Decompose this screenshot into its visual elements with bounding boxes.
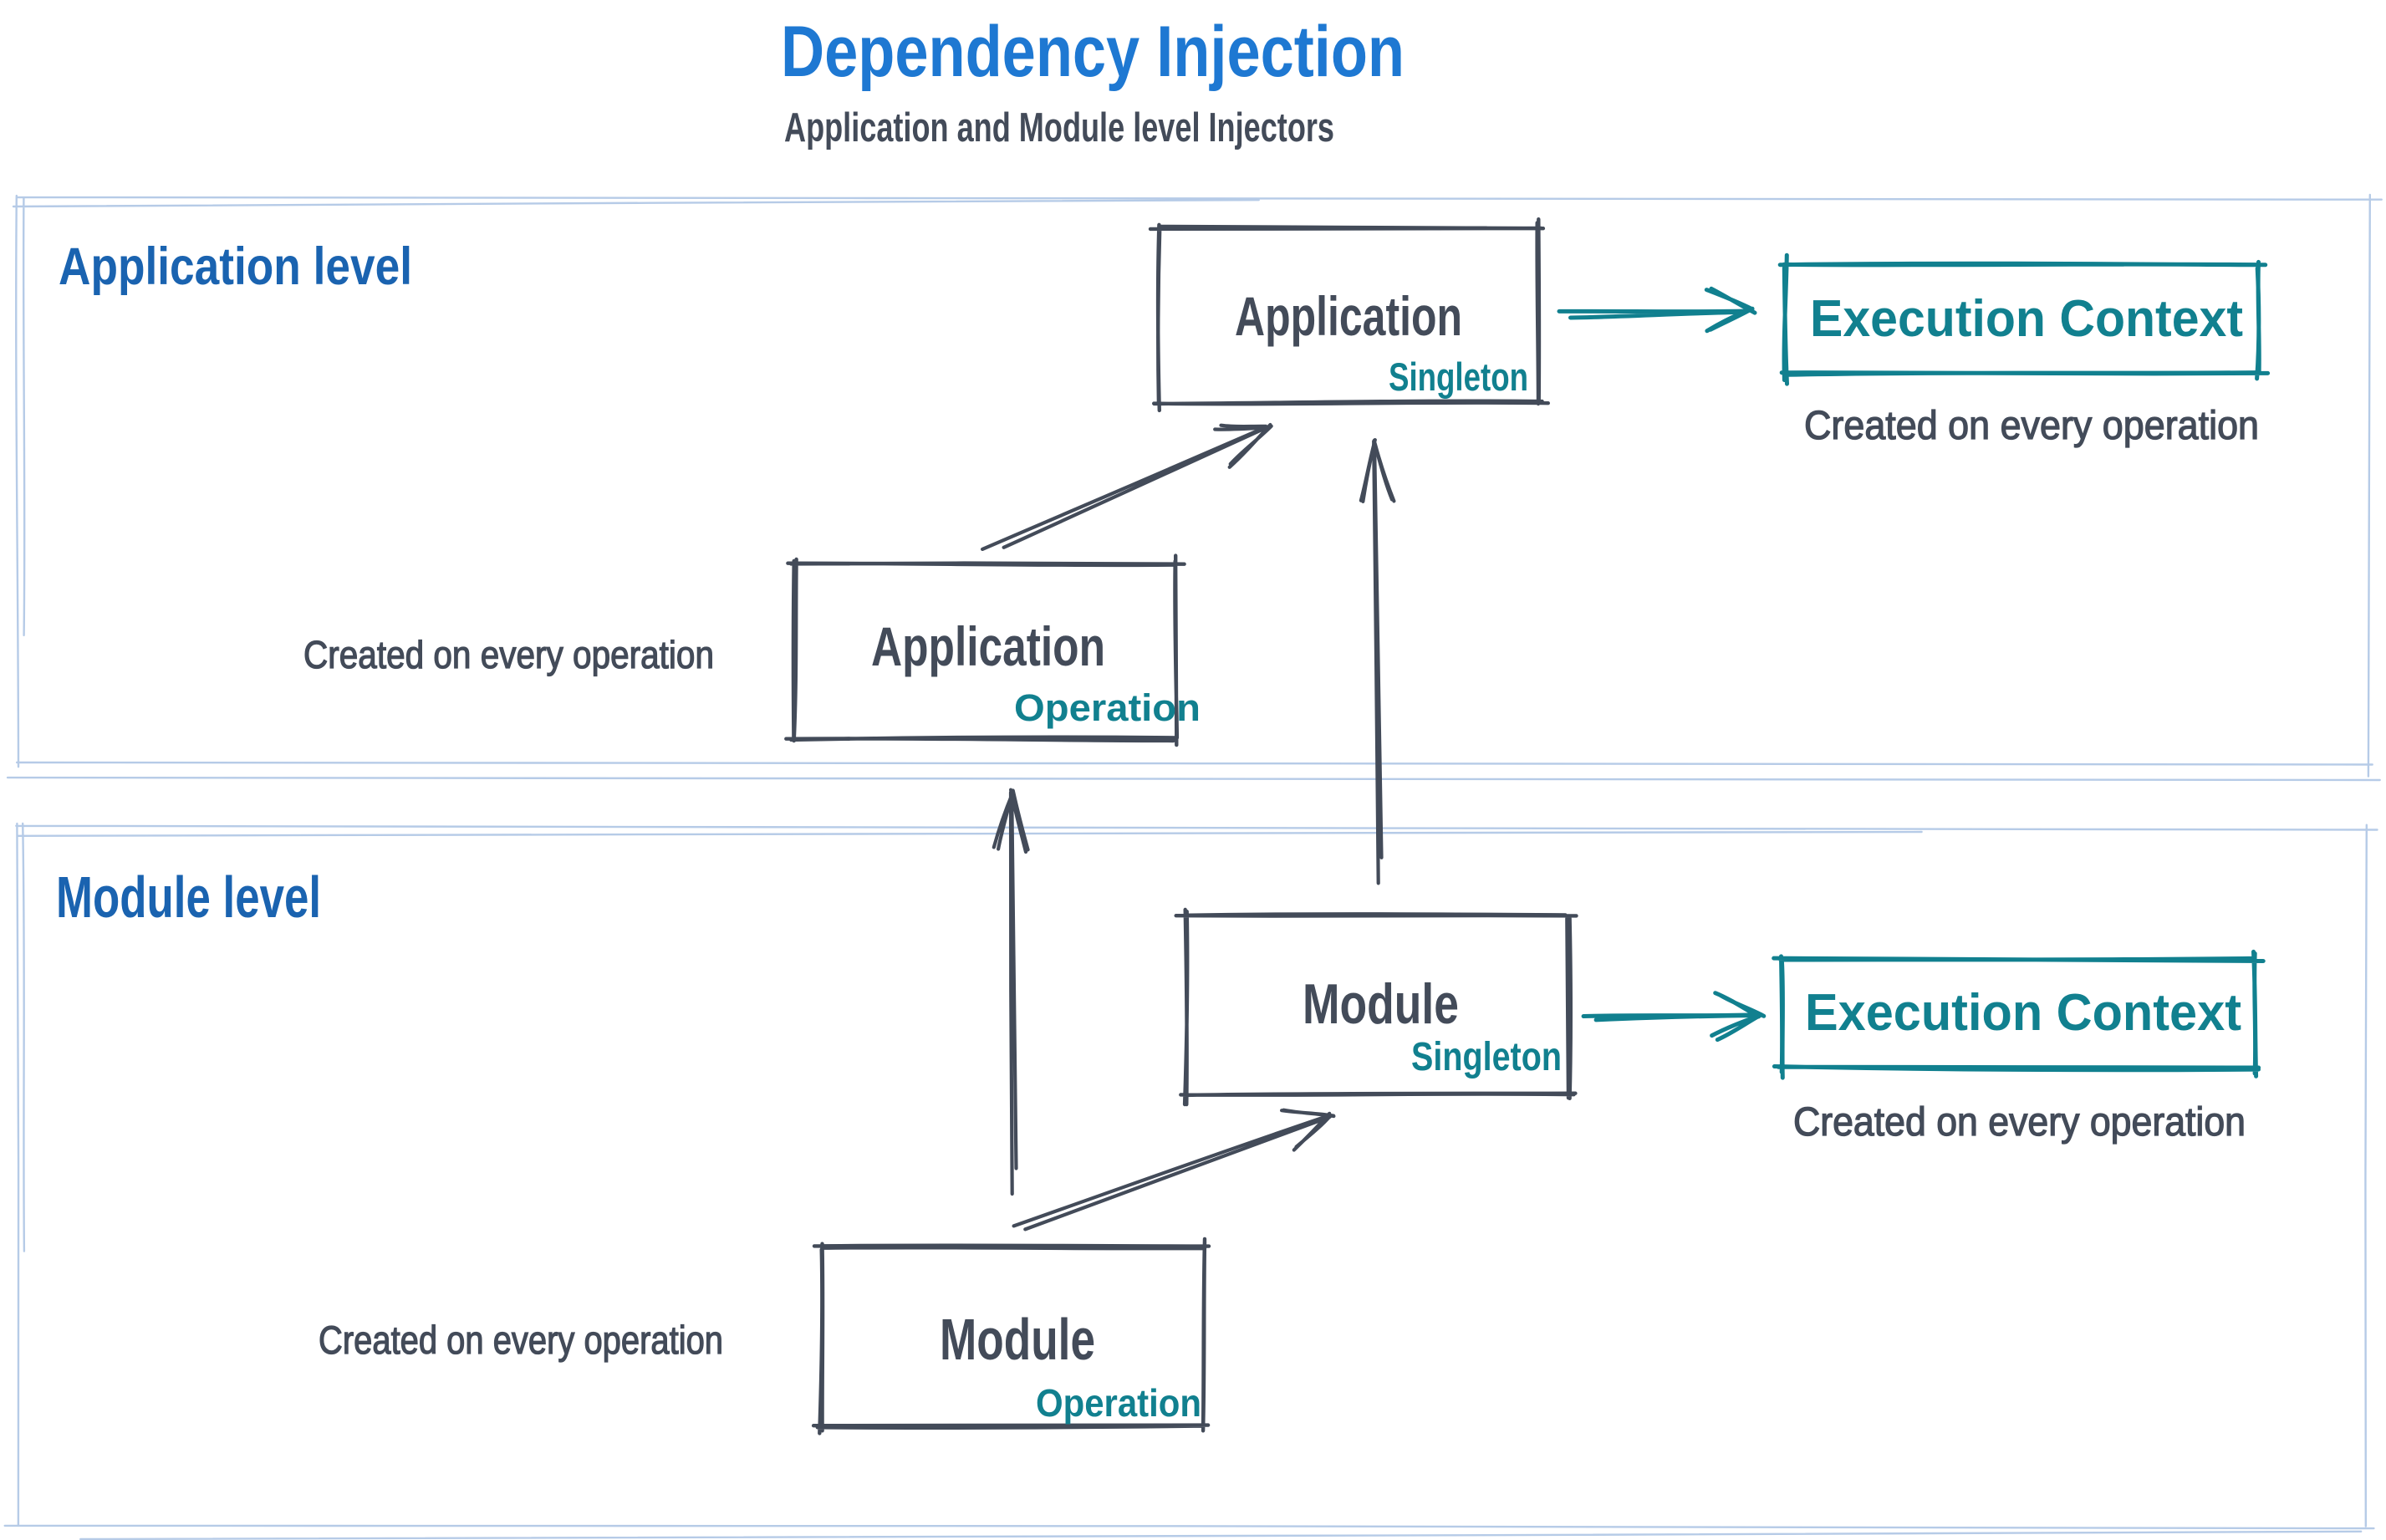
svg-text:Execution Context: Execution Context — [1810, 290, 2243, 348]
svg-text:Operation: Operation — [1036, 1381, 1201, 1425]
svg-text:Execution Context: Execution Context — [1805, 984, 2241, 1042]
svg-text:Created on every operation: Created on every operation — [1793, 1100, 2246, 1145]
svg-text:Application and Module level I: Application and Module level Injectors — [784, 105, 1334, 150]
svg-text:Singleton: Singleton — [1411, 1035, 1562, 1079]
svg-text:Application: Application — [871, 615, 1105, 677]
svg-text:Singleton: Singleton — [1389, 354, 1528, 399]
svg-text:Created on every operation: Created on every operation — [303, 633, 714, 676]
svg-text:Module: Module — [940, 1307, 1095, 1372]
svg-text:Dependency Injection: Dependency Injection — [781, 12, 1405, 92]
svg-text:Operation: Operation — [1014, 686, 1201, 729]
svg-text:Module level: Module level — [56, 864, 321, 930]
svg-text:Application level: Application level — [59, 237, 412, 296]
svg-text:Created on every operation: Created on every operation — [319, 1318, 723, 1362]
svg-text:Module: Module — [1303, 972, 1459, 1036]
svg-text:Created on every operation: Created on every operation — [1804, 404, 2259, 448]
svg-text:Application: Application — [1235, 285, 1462, 347]
